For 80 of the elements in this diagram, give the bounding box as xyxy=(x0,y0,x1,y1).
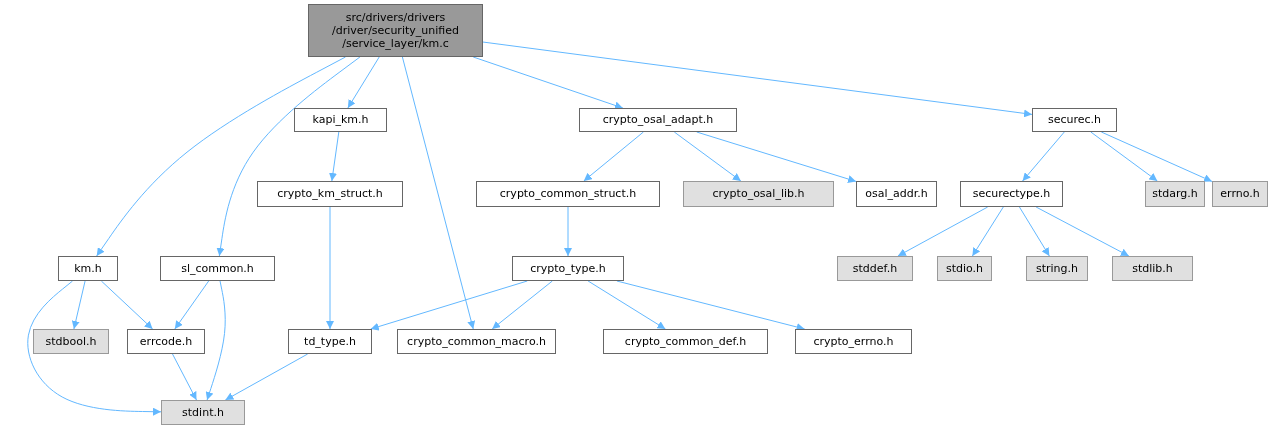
arrow xyxy=(100,280,154,330)
arrow xyxy=(482,41,1033,118)
file-name: string.h xyxy=(1035,261,1078,276)
arrow xyxy=(897,206,989,257)
arrow xyxy=(71,280,86,330)
header-file-box xyxy=(960,181,1063,207)
header-file-box xyxy=(579,108,737,132)
header-file-box xyxy=(161,400,245,425)
header-file-box xyxy=(795,329,912,354)
file-name: crypto_osal_lib.h xyxy=(712,187,805,201)
arrow xyxy=(370,280,528,331)
arrow xyxy=(472,56,624,110)
arrow xyxy=(205,280,226,401)
header-file-box xyxy=(288,329,372,354)
header-file-box xyxy=(127,329,205,354)
file-name: stdbool.h xyxy=(45,334,97,349)
arrow xyxy=(27,280,162,416)
arrow xyxy=(1100,131,1213,182)
file-name: src/drivers/drivers /driver/security_unified /service_layer/km.c xyxy=(331,10,460,51)
file-name: stdlib.h xyxy=(1132,261,1173,276)
header-file-box xyxy=(476,181,660,207)
file-name: stddef.h xyxy=(852,261,898,276)
arrow xyxy=(673,131,742,182)
arrow xyxy=(616,280,806,331)
header-file-box xyxy=(257,181,403,207)
file-name: sl_common.h xyxy=(181,261,254,276)
arrow xyxy=(583,131,644,182)
file-name: stdint.h xyxy=(182,405,224,420)
arrow xyxy=(1090,131,1158,182)
file-name: crypto_common_struct.h xyxy=(499,187,637,201)
arrow xyxy=(401,56,476,330)
file-name: crypto_errno.h xyxy=(813,334,894,349)
arrow xyxy=(174,280,210,330)
arrow xyxy=(1018,206,1050,257)
arrow xyxy=(491,280,553,330)
header-file-box xyxy=(837,256,913,281)
file-name: km.h xyxy=(74,261,102,276)
arrow xyxy=(587,280,666,330)
header-file-box xyxy=(33,329,109,354)
file-name: stdarg.h xyxy=(1152,187,1198,201)
source-file-box xyxy=(308,4,483,57)
file-name: crypto_km_struct.h xyxy=(277,187,383,201)
header-file-box xyxy=(58,256,118,281)
header-file-box xyxy=(512,256,624,281)
file-name: kapi_km.h xyxy=(312,113,369,127)
arrow xyxy=(329,131,340,182)
header-file-box xyxy=(160,256,275,281)
header-file-box xyxy=(397,329,556,354)
file-name: crypto_osal_adapt.h xyxy=(602,113,714,127)
arrow xyxy=(96,56,346,257)
file-name: securectype.h xyxy=(972,187,1051,201)
arrow xyxy=(224,353,309,401)
file-name: errno.h xyxy=(1220,187,1260,201)
header-file-box xyxy=(294,108,387,132)
header-file-box xyxy=(856,181,937,207)
arrow xyxy=(971,206,1004,257)
header-file-box xyxy=(1145,181,1205,207)
file-name: crypto_type.h xyxy=(530,261,606,276)
arrow xyxy=(326,206,334,330)
arrow xyxy=(1035,206,1130,257)
header-file-box xyxy=(1112,256,1193,281)
header-file-box xyxy=(1212,181,1268,207)
header-file-box xyxy=(603,329,768,354)
arrow xyxy=(696,131,857,183)
header-file-box xyxy=(937,256,992,281)
arrow xyxy=(347,56,380,109)
arrow xyxy=(1022,131,1065,182)
file-name: crypto_common_def.h xyxy=(624,334,747,349)
file-name: td_type.h xyxy=(304,334,356,349)
file-name: errcode.h xyxy=(139,334,193,349)
file-name: stdio.h xyxy=(945,261,984,276)
file-name: crypto_common_macro.h xyxy=(407,334,546,349)
arrow xyxy=(216,56,361,257)
header-file-box xyxy=(683,181,834,207)
file-name: securec.h xyxy=(1047,113,1102,127)
file-name: osal_addr.h xyxy=(865,187,928,201)
header-file-box xyxy=(1032,108,1117,132)
header-file-box xyxy=(1026,256,1088,281)
arrow xyxy=(172,353,197,401)
arrow xyxy=(564,206,572,257)
